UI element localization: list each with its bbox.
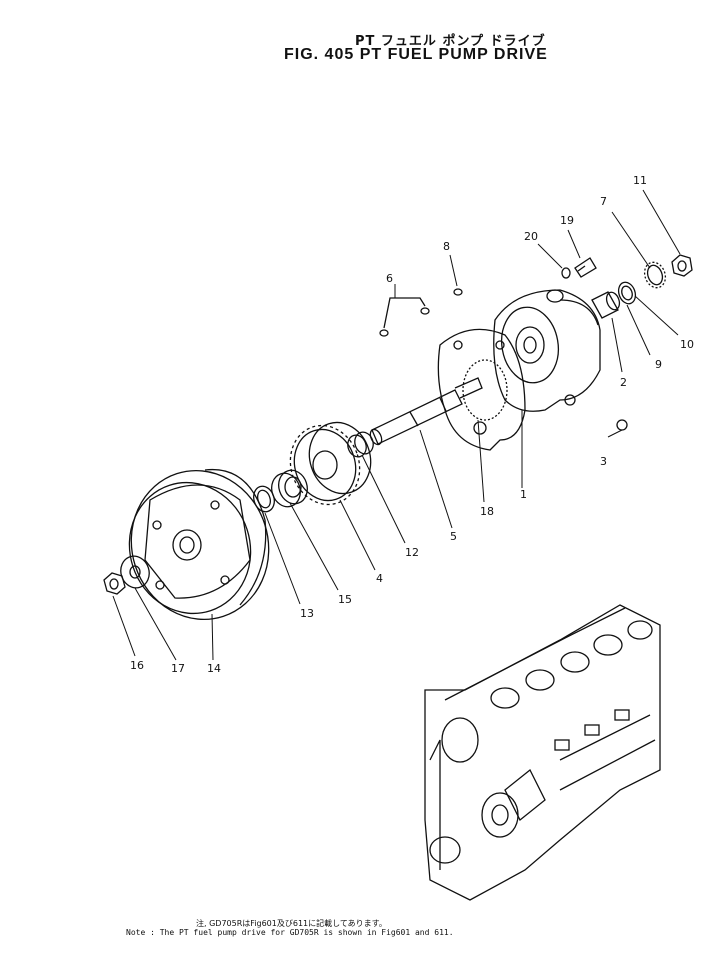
part-19-bolt (574, 257, 597, 278)
figure-title: FIG. 405 PT FUEL PUMP DRIVE (284, 46, 548, 63)
part-13-ring (253, 485, 275, 513)
part-11-nut (671, 254, 693, 277)
callout-6: 6 (386, 272, 393, 285)
part-2-sleeve (591, 291, 621, 319)
callout-19: 19 (560, 214, 574, 227)
part-16-nut (103, 572, 126, 595)
callout-17: 17 (171, 662, 185, 675)
part-20-washer (561, 267, 571, 279)
callout-13: 13 (300, 607, 314, 620)
part-8-pin (453, 288, 463, 296)
callout-1: 1 (520, 488, 527, 501)
callout-5: 5 (450, 530, 457, 543)
callout-18: 18 (480, 505, 494, 518)
leader-lines (112, 189, 681, 661)
callout-15: 15 (338, 593, 352, 606)
note-english: Note : The PT fuel pump drive for GD705R… (126, 928, 454, 937)
callout-16: 16 (130, 659, 144, 672)
figure-title-japanese: PT フュエル ポンプ ドライブ (355, 34, 546, 49)
callout-4: 4 (376, 572, 383, 585)
callout-labels: 1 2 3 4 5 6 7 8 9 10 11 12 13 14 15 16 1… (130, 174, 694, 675)
part-14-housing (128, 468, 270, 621)
part-5-shaft (369, 377, 483, 446)
callout-9: 9 (655, 358, 662, 371)
part-4-gear (289, 421, 372, 506)
callout-7: 7 (600, 195, 607, 208)
part-7-small-gear (643, 261, 667, 289)
part-3-bolt (616, 419, 628, 431)
callout-2: 2 (620, 376, 627, 389)
callout-12: 12 (405, 546, 419, 559)
callout-3: 3 (600, 455, 607, 468)
callout-14: 14 (207, 662, 221, 675)
callout-20: 20 (524, 230, 538, 243)
part-6-pins (379, 297, 430, 337)
engine-block (424, 604, 661, 901)
callout-8: 8 (443, 240, 450, 253)
callout-10: 10 (680, 338, 694, 351)
part-18-gasket (437, 328, 526, 451)
part-9-oring (617, 281, 637, 305)
callout-11: 11 (633, 174, 647, 187)
part-1-drive-body (493, 289, 601, 412)
note-japanese: 注, GD705RはFig601及び611に記載してあります。 (196, 919, 387, 928)
